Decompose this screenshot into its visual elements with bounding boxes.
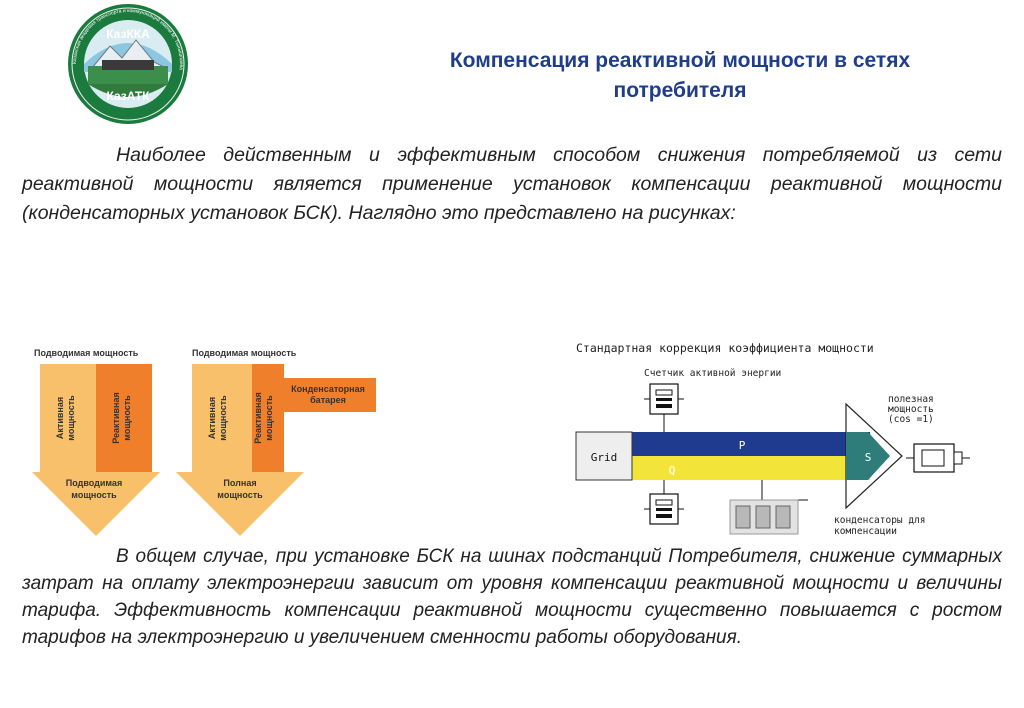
page-title: Компенсация реактивной мощности в сетях …	[330, 46, 1024, 106]
motor-load-icon	[906, 443, 970, 473]
title-line-1: Компенсация реактивной мощности в сетях	[449, 49, 911, 72]
useful-power-label-2: мощность	[888, 404, 934, 415]
grid-box	[575, 431, 633, 481]
svg-text:мощность: мощность	[122, 395, 132, 441]
s-region	[846, 432, 890, 480]
useful-power-label-3: (cos =1)	[888, 414, 934, 425]
grid-label: Grid	[591, 451, 618, 464]
d1-heading: Подводимая мощность	[34, 348, 139, 358]
svg-text:мощность: мощность	[66, 395, 76, 441]
power-arrows-figure: Подводимая мощность Активная мощность Ре…	[28, 342, 388, 542]
q-label: Q	[669, 464, 676, 477]
d1-active-label: Активная мощность	[55, 395, 76, 441]
svg-text:мощность: мощность	[218, 395, 228, 441]
d1-reactive-label: Реактивная мощность	[111, 392, 132, 443]
d2-reactive-label: Реактивная мощность	[253, 392, 274, 443]
d2-down-arrow	[176, 472, 304, 536]
logo-bottom-text: КазАТК	[107, 89, 151, 103]
svg-text:Реактивная: Реактивная	[253, 392, 263, 443]
d2-active-bar	[192, 364, 252, 472]
d2-battery-label-2: батарея	[310, 395, 346, 405]
d2-battery-label-1: Конденсаторная	[291, 384, 365, 394]
d1-bottom-label-2: мощность	[71, 490, 117, 500]
d2-bottom-label-2: мощность	[217, 490, 263, 500]
capacitors-label-1: конденсаторы для	[834, 515, 926, 526]
intro-paragraph: Наиболее действенным и эффективным спосо…	[22, 144, 1002, 224]
s-label: S	[865, 451, 872, 464]
svg-text:Реактивная: Реактивная	[111, 392, 121, 443]
pf-meter-label: Счетчик активной энергии	[644, 368, 781, 379]
p-label: P	[739, 439, 746, 452]
d2-battery-bar	[252, 378, 376, 412]
title-line-2: потребителя	[613, 79, 747, 102]
power-factor-figure: Стандартная коррекция коэффициента мощно…	[572, 338, 992, 538]
useful-power-label-1: полезная	[888, 394, 934, 405]
svg-text:Активная: Активная	[207, 397, 217, 439]
logo-top-text: КазККА	[106, 27, 150, 41]
capacitors-label-2: компенсации	[834, 526, 897, 537]
top-meter-icon	[644, 383, 684, 432]
svg-text:мощность: мощность	[264, 395, 274, 441]
d2-bottom-label-1: Полная	[223, 478, 256, 488]
conclusion-paragraph: В общем случае, при установке БСК на шин…	[22, 546, 1002, 648]
d2-active-label: Активная мощность	[207, 395, 228, 441]
d1-down-arrow	[32, 472, 160, 536]
capacitor-bank-icon	[729, 480, 808, 535]
d1-bottom-label-1: Подводимая	[66, 478, 122, 488]
svg-text:Активная: Активная	[55, 397, 65, 439]
pf-title: Стандартная коррекция коэффициента мощно…	[576, 341, 874, 355]
kazatk-logo: КазККА КазАТК Казахская академия транспо…	[62, 2, 194, 126]
d1-reactive-bar	[96, 364, 152, 472]
d2-heading: Подводимая мощность	[192, 348, 297, 358]
d1-active-bar	[40, 364, 96, 472]
bottom-meter-icon	[644, 480, 684, 525]
